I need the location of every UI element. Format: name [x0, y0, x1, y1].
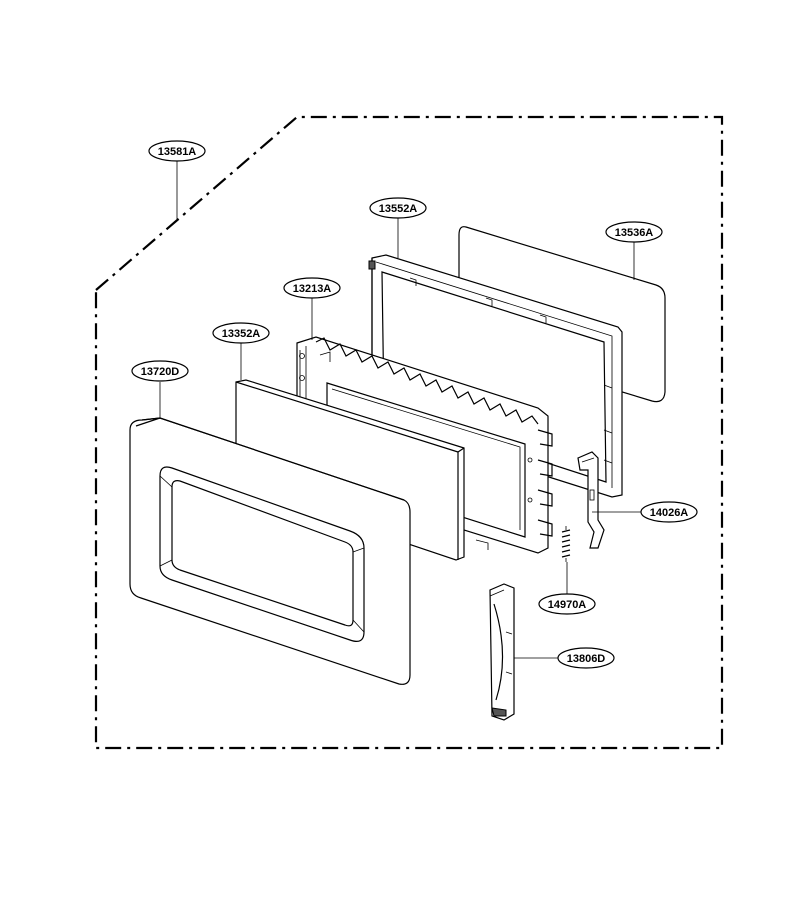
callout-label: 13720D — [141, 366, 180, 378]
callout-14026A: 14026A — [640, 501, 698, 523]
callout-label: 14026A — [650, 507, 689, 519]
callout-13536A: 13536A — [605, 221, 663, 243]
callout-label: 13536A — [615, 227, 654, 239]
leader-lines — [159, 161, 641, 659]
callout-13213A: 13213A — [283, 277, 341, 299]
door-handle-part — [489, 583, 515, 721]
callout-13581A: 13581A — [148, 140, 206, 162]
callout-13720D: 13720D — [131, 360, 189, 382]
callout-label: 14970A — [548, 599, 587, 611]
callout-label: 13552A — [379, 203, 418, 215]
callout-14970A: 14970A — [538, 593, 596, 615]
callout-13352A: 13352A — [212, 322, 270, 344]
callout-13806D: 13806D — [557, 647, 615, 669]
latch-spring-part — [561, 526, 571, 562]
callout-13552A: 13552A — [369, 197, 427, 219]
callout-label: 13352A — [222, 328, 261, 340]
latch-hook-part — [577, 451, 605, 549]
callout-label: 13213A — [293, 283, 332, 295]
callout-label: 13581A — [158, 146, 197, 158]
callout-label: 13806D — [567, 653, 606, 665]
assembly-boundary — [94, 115, 724, 750]
